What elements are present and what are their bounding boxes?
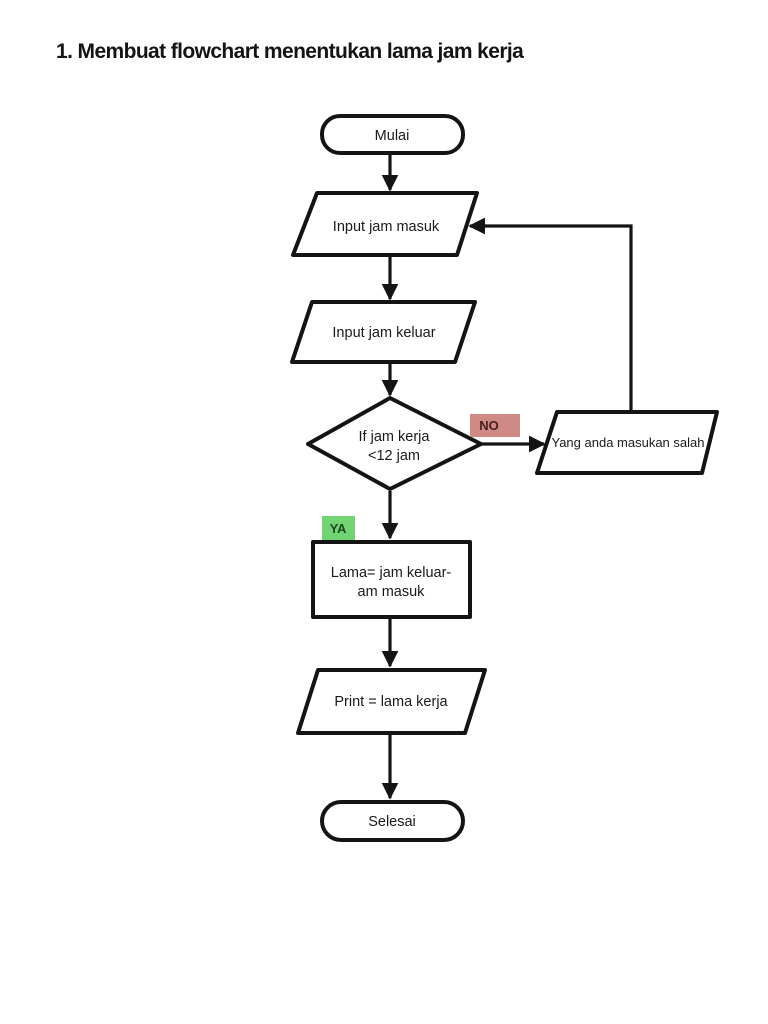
no-branch-tag [470,414,520,437]
page-title: 1. Membuat flowchart menentukan lama jam… [56,40,524,63]
error-message-label: Yang anda masukan salah [552,435,705,450]
input-jam-masuk-shape [291,191,479,257]
decision-label-line1: If jam kerja [359,429,431,445]
input-jam-keluar-label: Input jam keluar [332,325,435,341]
edge-error-loop-to-input-masuk [468,217,633,412]
input-jam-keluar-shape [290,300,477,364]
no-branch-label: NO [479,418,499,433]
start-terminator-shape [320,114,465,155]
end-label: Selesai [368,814,416,830]
print-shape [296,668,487,735]
ya-branch-label: YA [330,521,347,536]
error-message-shape [535,410,719,475]
process-label-line2: am masuk [358,584,426,600]
start-label: Mulai [375,128,410,144]
print-label: Print = lama kerja [334,694,448,710]
decision-label-line2: <12 jam [368,448,420,464]
end-terminator-shape [320,800,465,842]
input-jam-masuk-label: Input jam masuk [333,219,440,235]
ya-branch-tag [322,516,355,540]
process-label-line1: Lama= jam keluar- [331,565,452,581]
decision-diamond-shape [306,396,483,491]
process-rectangle-shape [311,540,472,619]
